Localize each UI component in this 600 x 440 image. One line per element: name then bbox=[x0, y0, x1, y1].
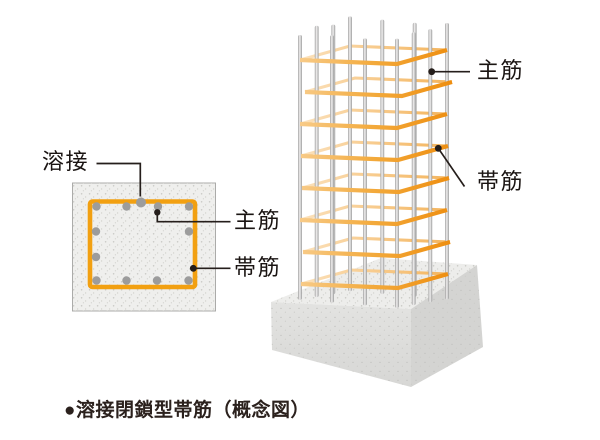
weld-label: 溶接 bbox=[42, 149, 90, 174]
main-bar bbox=[363, 38, 367, 306]
main-bar-dots bbox=[91, 202, 194, 285]
footing-top-texture bbox=[271, 258, 477, 309]
hoop-band bbox=[301, 175, 450, 195]
footing-front-texture bbox=[271, 302, 411, 387]
hoop-band-back bbox=[301, 172, 450, 190]
main-bar bbox=[411, 32, 416, 306]
cs-main-bar-label: 主筋 bbox=[234, 208, 282, 233]
cs-hoop-label: 帯筋 bbox=[234, 255, 282, 280]
column-view bbox=[271, 16, 483, 387]
hoops-front bbox=[299, 47, 453, 291]
figure-caption: ●溶接閉鎖型帯筋（概念図） bbox=[64, 400, 310, 421]
hoop-band bbox=[300, 143, 449, 163]
main-bar bbox=[298, 35, 302, 300]
main-bar bbox=[348, 16, 352, 292]
col-main-bar-label: 主筋 bbox=[477, 58, 525, 83]
col-hoop-pointer-dot bbox=[434, 144, 442, 152]
hoop-band bbox=[304, 79, 453, 99]
col-hoop-label: 帯筋 bbox=[477, 169, 525, 194]
main-bar bbox=[330, 35, 334, 303]
hoop-band bbox=[302, 239, 451, 259]
main-bar bbox=[428, 29, 433, 303]
main-bar bbox=[380, 19, 385, 294]
cross-section-view bbox=[72, 182, 216, 312]
weld-point-dot bbox=[136, 197, 146, 208]
main-bar bbox=[395, 38, 399, 308]
hoop-band bbox=[299, 207, 448, 227]
hoop-band-back bbox=[302, 236, 451, 254]
hoop-band bbox=[299, 111, 448, 131]
main-bar bbox=[314, 25, 319, 298]
col-main-bar-pointer-dot bbox=[428, 68, 436, 76]
pointer-dots bbox=[154, 68, 442, 272]
concrete-footing bbox=[271, 258, 483, 387]
weld-pointer-line bbox=[96, 162, 142, 197]
footing-side-texture bbox=[411, 265, 483, 387]
col-hoop-pointer-line bbox=[437, 147, 466, 187]
hoop-band bbox=[300, 271, 449, 291]
cs-main-bar-pointer-dot bbox=[154, 209, 161, 216]
hoop-band bbox=[299, 47, 448, 67]
hoop-band-back bbox=[304, 76, 453, 94]
cs-hoop-pointer-dot bbox=[189, 264, 197, 272]
